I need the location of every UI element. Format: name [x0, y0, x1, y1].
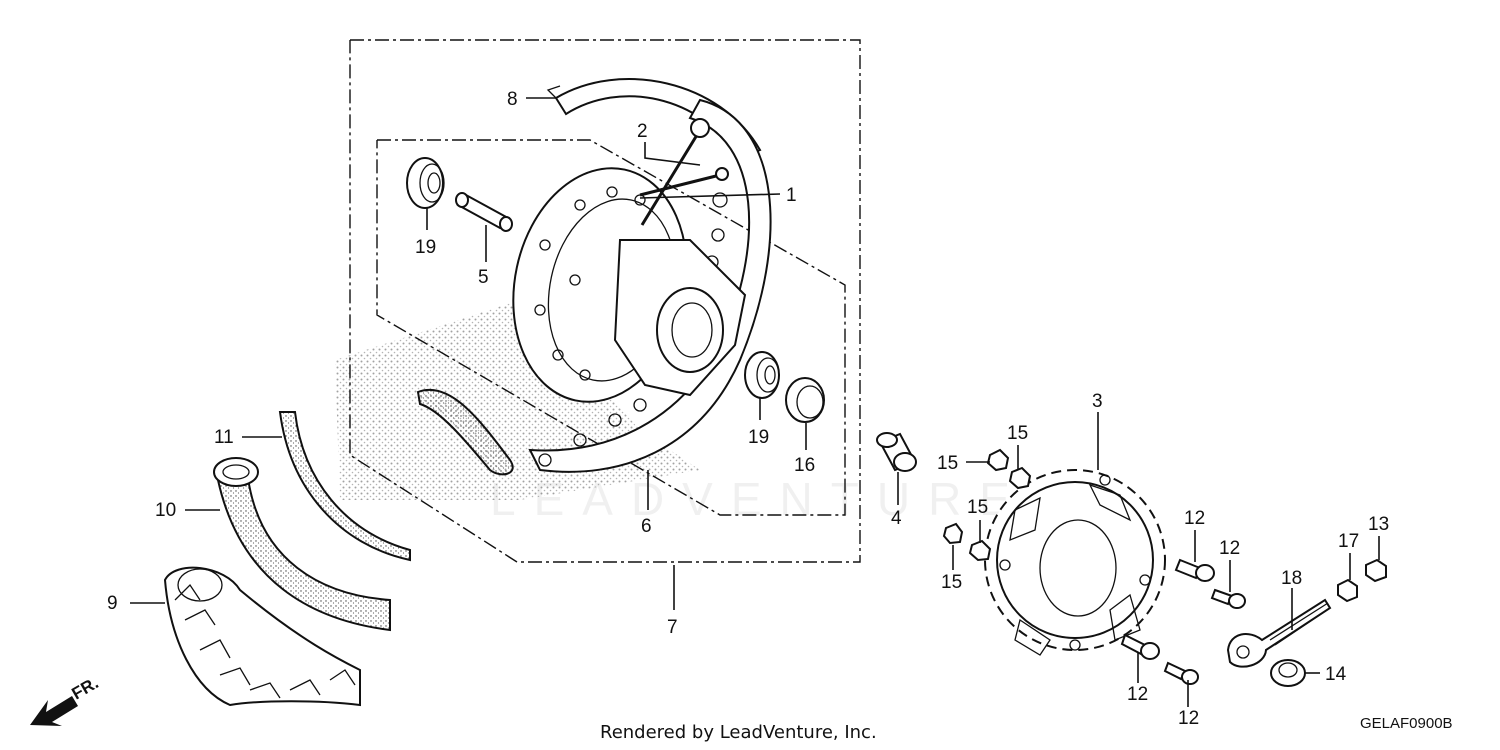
callouts: 1 2 3 4 5 6 7 8 9 10 11 12 12 12 12 13 1… [107, 89, 1389, 729]
callout-12-a: 12 [1184, 508, 1205, 529]
adjuster-nut [1337, 578, 1358, 603]
diagram-code: GELAF0900B [1360, 715, 1453, 732]
spoke [640, 129, 702, 226]
tire [163, 566, 361, 707]
hub-assembly-frame [376, 139, 846, 516]
callout-16: 16 [794, 455, 815, 476]
wheel-assembly-frame [349, 39, 861, 563]
callout-12-c: 12 [1127, 684, 1148, 705]
chain-adjuster [1226, 598, 1332, 668]
callout-10: 10 [155, 500, 176, 521]
callout-11: 11 [214, 427, 234, 448]
sprocket-nut-1 [986, 448, 1010, 472]
callout-19-b: 19 [748, 427, 769, 448]
wheel-rim [528, 98, 772, 473]
flange-nut [1270, 659, 1306, 687]
sprocket-bolt-1 [1174, 558, 1215, 582]
dust-seal [785, 377, 825, 423]
leader-lines [130, 97, 1380, 707]
callout-18: 18 [1281, 568, 1302, 589]
callout-7: 7 [667, 617, 678, 638]
callout-13: 13 [1368, 514, 1389, 535]
callout-15-d: 15 [941, 572, 962, 593]
callout-15-b: 15 [1007, 423, 1028, 444]
driven-sprocket [984, 469, 1166, 656]
callout-19-a: 19 [415, 237, 436, 258]
sprocket-nut-2 [1008, 466, 1032, 490]
callout-5: 5 [478, 267, 489, 288]
distance-collar [455, 192, 513, 232]
callout-17: 17 [1338, 531, 1359, 552]
callout-1: 1 [786, 185, 797, 206]
callout-12-d: 12 [1178, 708, 1199, 729]
wheel-hub [512, 167, 747, 403]
callout-12-b: 12 [1219, 538, 1240, 559]
side-collar [876, 432, 917, 472]
spoke-head [690, 118, 710, 138]
sprocket-bolt-3 [1120, 633, 1160, 660]
callout-3: 3 [1092, 391, 1103, 412]
sprocket-bolt-2 [1210, 588, 1246, 609]
callout-8: 8 [507, 89, 518, 110]
spoke-nipple [639, 173, 721, 197]
lock-nut [1365, 558, 1387, 583]
callout-4: 4 [891, 508, 902, 529]
callout-15-c: 15 [967, 497, 988, 518]
sprocket-nut-3 [942, 522, 964, 545]
callout-2: 2 [637, 121, 648, 142]
bearing-upper [406, 157, 445, 209]
sprocket-bolt-4 [1163, 661, 1199, 685]
rim-strip [278, 411, 411, 562]
rim-tape [416, 389, 514, 476]
inner-tube [213, 457, 391, 632]
sprocket-nut-4 [968, 539, 992, 562]
footer-credit: Rendered by LeadVenture, Inc. [600, 722, 877, 743]
callout-6: 6 [641, 516, 652, 537]
callout-14: 14 [1325, 664, 1347, 685]
callout-15-a: 15 [937, 453, 958, 474]
front-arrow-icon [30, 696, 78, 726]
callout-9: 9 [107, 593, 118, 614]
bearing-lower [744, 351, 780, 399]
